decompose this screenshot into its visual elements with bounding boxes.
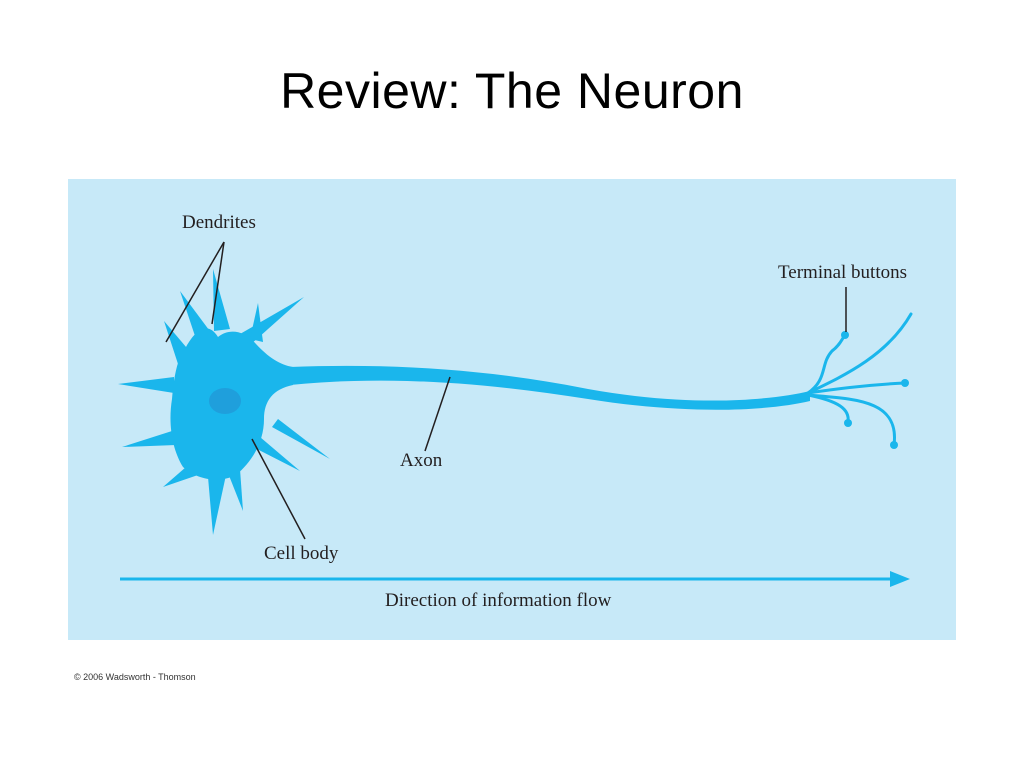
terminal-branch bbox=[806, 381, 907, 395]
dendrite bbox=[118, 377, 174, 393]
terminal-button bbox=[844, 419, 852, 427]
axon-label: Axon bbox=[400, 450, 443, 471]
terminal-button bbox=[901, 379, 909, 387]
dendrite bbox=[164, 321, 192, 364]
terminal-button bbox=[841, 331, 849, 339]
neuron-diagram-panel: Dendrites Terminal buttons Axon Cell bod… bbox=[68, 179, 956, 640]
neuron bbox=[118, 269, 810, 535]
copyright-notice: © 2006 Wadsworth - Thomson bbox=[74, 672, 196, 682]
neuron-diagram bbox=[118, 241, 913, 587]
dendrite bbox=[163, 467, 198, 487]
nucleus bbox=[209, 388, 241, 414]
dendrites-leader-line bbox=[165, 241, 225, 343]
terminal-branch bbox=[806, 393, 896, 447]
dendrite bbox=[253, 437, 300, 471]
axon-terminals bbox=[806, 312, 913, 447]
dendrite bbox=[208, 475, 226, 535]
direction-label: Direction of information flow bbox=[385, 590, 612, 611]
dendrite bbox=[228, 469, 243, 511]
terminal-buttons-label: Terminal buttons bbox=[778, 262, 908, 283]
slide-title: Review: The Neuron bbox=[280, 63, 744, 119]
axon-leader-line bbox=[424, 376, 451, 452]
cell-body-label: Cell body bbox=[264, 543, 339, 564]
dendrites-leader-line bbox=[211, 241, 225, 325]
terminal-buttons bbox=[841, 331, 909, 449]
dendrite bbox=[240, 297, 304, 345]
axon-shape bbox=[290, 365, 810, 410]
dendrite bbox=[180, 291, 212, 339]
direction-arrow-head bbox=[890, 571, 910, 587]
dendrite bbox=[272, 419, 330, 459]
dendrite bbox=[250, 303, 263, 342]
dendrite bbox=[122, 431, 176, 447]
cell-body-leader-line bbox=[251, 438, 306, 540]
leader-lines bbox=[165, 241, 847, 540]
dendrites-label: Dendrites bbox=[182, 212, 256, 233]
terminal-branch bbox=[806, 333, 847, 395]
terminal-branch bbox=[806, 312, 913, 395]
terminal-button bbox=[890, 441, 898, 449]
